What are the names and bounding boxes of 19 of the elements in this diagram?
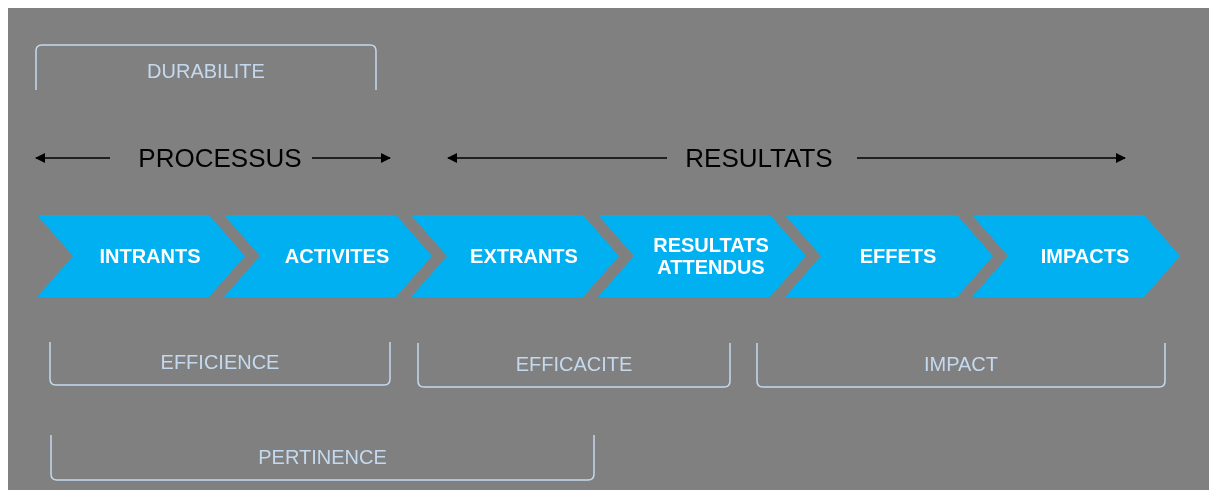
chevron-step [598, 215, 806, 297]
chevron-step [411, 215, 619, 297]
bracket-label: IMPACT [923, 352, 999, 376]
bracket-label: DURABILITE [147, 59, 265, 83]
chevron-step [785, 215, 993, 297]
step-label: INTRANTS [98, 245, 201, 267]
step-label: ACTIVITES [283, 245, 390, 267]
phase-heading: PROCESSUS [138, 142, 302, 174]
phase-heading: RESULTATS [685, 142, 833, 174]
step-label: EXTRANTS [469, 245, 578, 267]
step-label: IMPACTS [1039, 245, 1130, 267]
bracket-label: EFFICIENCE [160, 350, 280, 374]
bracket-label: EFFICACITE [515, 352, 633, 376]
step-label: RESULTATS ATTENDUS [652, 234, 770, 278]
chevron-step [37, 215, 245, 297]
chevron-step [224, 215, 432, 297]
chevron-step [972, 215, 1180, 297]
bracket-label: PERTINENCE [258, 445, 387, 469]
step-label: EFFETS [858, 245, 937, 267]
